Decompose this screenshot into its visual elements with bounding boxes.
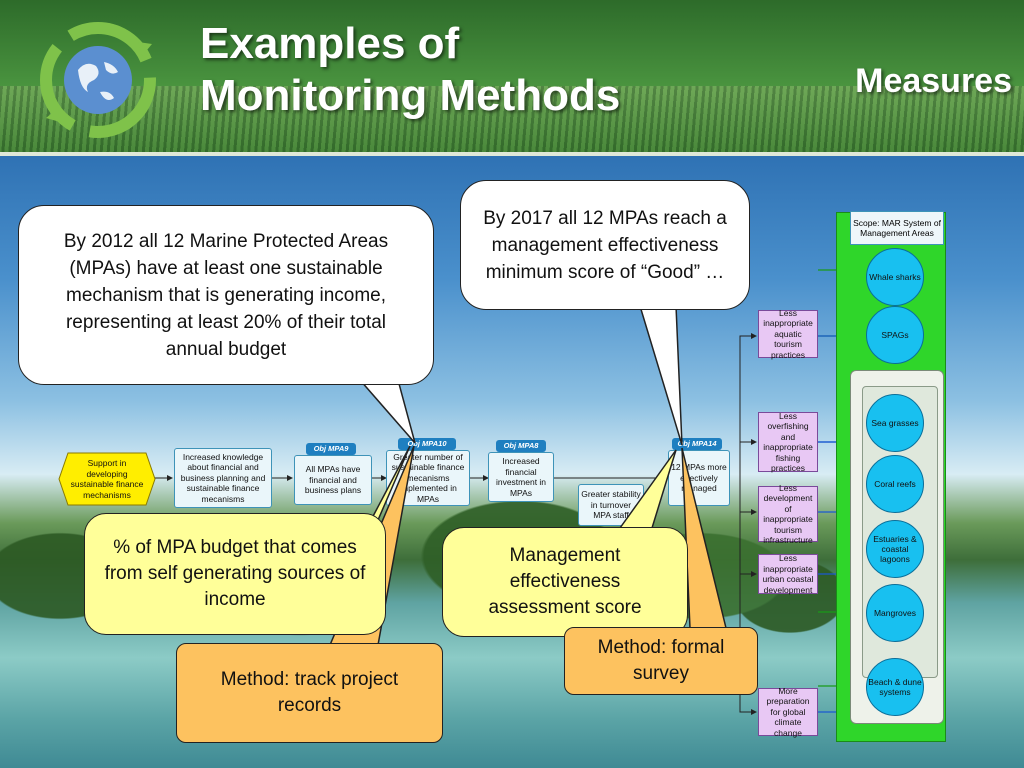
obj-mpa14-tag: Obj MPA14 (672, 438, 722, 450)
target-estuaries: Estuaries & coastal lagoons (866, 520, 924, 578)
header-divider (0, 152, 1024, 156)
method-formal-survey-callout: Method: formal survey (564, 627, 758, 695)
obj-mpa9-tag: Obj MPA9 (306, 443, 356, 455)
threat-aquatic-tourism: Less inappropriate aquatic tourism pract… (758, 308, 818, 360)
grassland-background (0, 86, 1024, 156)
target-whale-sharks: Whale sharks (866, 248, 924, 306)
indicator-budget-callout: % of MPA budget that comes from self gen… (84, 513, 386, 635)
target-coral-reefs: Coral reefs (866, 455, 924, 513)
goal-2017-text: By 2017 all 12 MPAs reach a management e… (483, 207, 727, 283)
objective-mpa14: 12 MPAs more effectively managed (668, 450, 730, 506)
title-line-2: Monitoring Methods (200, 71, 621, 120)
page-title: Examples of Monitoring Methods (200, 18, 620, 122)
result-increased-knowledge: Increased knowledge about financial and … (174, 448, 272, 508)
indicator-effectiveness-callout: Management effectiveness assessment scor… (442, 527, 688, 637)
strategy-hexagon-shape (58, 452, 156, 506)
threat-urban-development: Less inappropriate urban coastal develop… (758, 553, 818, 595)
goal-2012-callout: By 2012 all 12 Marine Protected Areas (M… (18, 205, 434, 385)
target-mangroves: Mangroves (866, 584, 924, 642)
target-spags: SPAGs (866, 306, 924, 364)
scope-label: Scope: MAR System of Management Areas (850, 211, 944, 245)
obj-mpa8-tag: Obj MPA8 (496, 440, 546, 452)
threat-overfishing: Less overfishing and inappropriate fishi… (758, 411, 818, 473)
title-line-1: Examples of (200, 19, 460, 68)
section-label: Measures (855, 62, 1012, 100)
globe-recycle-logo-icon (40, 22, 156, 138)
objective-mpa8: Increased financial investment in MPAs (488, 452, 554, 502)
method-formal-survey-text: Method: formal survey (597, 637, 725, 684)
target-beach-dunes: Beach & dune systems (866, 658, 924, 716)
target-sea-grasses: Sea grasses (866, 394, 924, 452)
indicator-budget-text: % of MPA budget that comes from self gen… (104, 537, 366, 610)
goal-2017-callout: By 2017 all 12 MPAs reach a management e… (460, 180, 750, 310)
threat-tourism-infrastructure: Less development of inappropriate touris… (758, 483, 818, 545)
objective-mpa9: All MPAs have financial and business pla… (294, 455, 372, 505)
indicator-effectiveness-text: Management effectiveness assessment scor… (488, 545, 642, 618)
header-banner: Examples of Monitoring Methods Measures (0, 0, 1024, 156)
strategy-sustainable-finance: Support in developing sustainable financ… (70, 458, 144, 500)
method-track-records-text: Method: track project records (220, 669, 399, 716)
result-staff-stability: Greater stability in turnover MPA staff (578, 484, 644, 526)
method-track-records-callout: Method: track project records (176, 643, 443, 743)
threat-climate-change: More preparation for global climate chan… (758, 686, 818, 738)
goal-2012-text: By 2012 all 12 Marine Protected Areas (M… (63, 230, 389, 360)
